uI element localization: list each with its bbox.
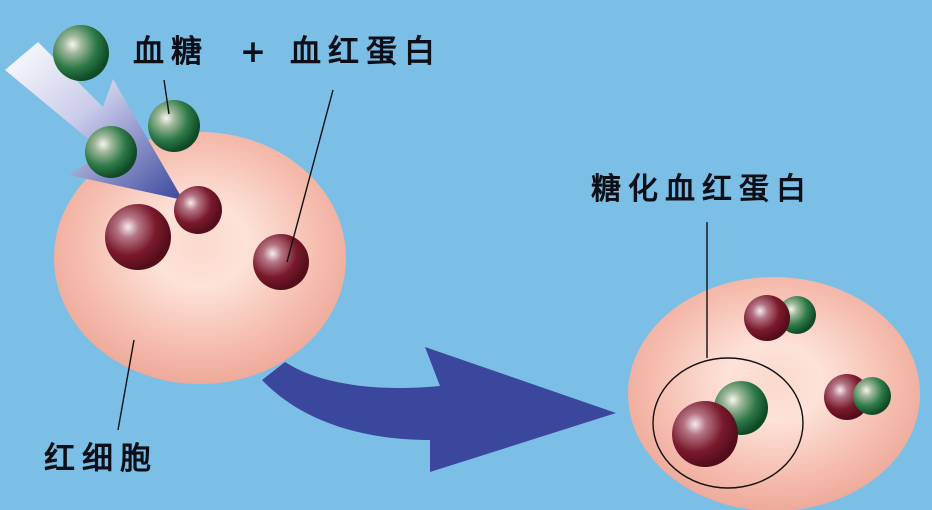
glucose-leader-line xyxy=(163,79,170,115)
hemoglobin-label: 血红蛋白 xyxy=(290,34,442,70)
hemoglobin-molecule xyxy=(744,295,790,341)
glucose-molecule xyxy=(53,25,109,81)
hemoglobin-molecule xyxy=(253,234,309,290)
plus-sign: + xyxy=(240,34,273,70)
hemoglobin-leader-line xyxy=(286,89,334,263)
glucose-molecule xyxy=(85,126,137,178)
hemoglobin-molecule xyxy=(672,401,738,467)
hemoglobin-molecule xyxy=(105,204,171,270)
glucose-molecule xyxy=(148,100,200,152)
red-blood-cell-leader-line xyxy=(117,339,135,431)
glycated-hemoglobin-label: 糖化血红蛋白 xyxy=(591,172,813,207)
transformation-arrow-icon xyxy=(262,347,616,472)
glycated-hemoglobin-highlight xyxy=(652,357,804,489)
incoming-arrow-icon xyxy=(5,42,183,200)
hemoglobin-molecule xyxy=(174,186,222,234)
glucose-molecule xyxy=(853,377,891,415)
red-blood-cell-left xyxy=(54,132,346,384)
glucose-label: 血糖 xyxy=(133,34,209,70)
red-blood-cell-label: 红细胞 xyxy=(44,441,158,477)
